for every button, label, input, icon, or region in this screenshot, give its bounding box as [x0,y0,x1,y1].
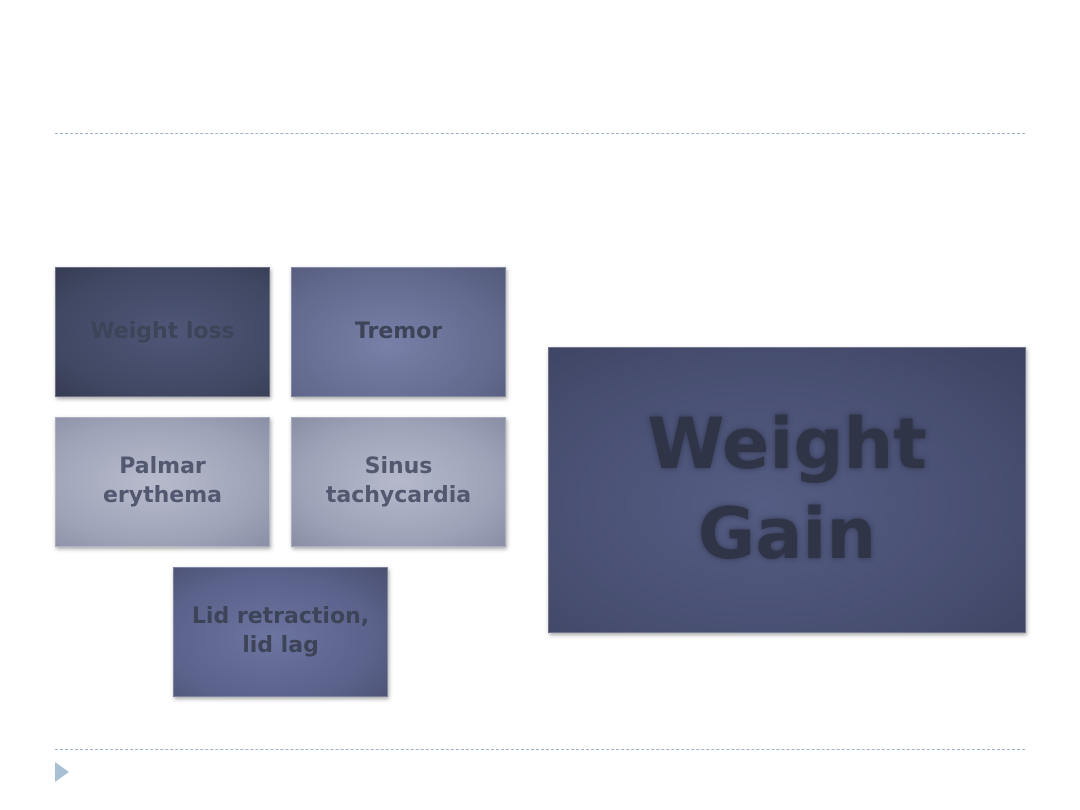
symptom-label: Weight loss [90,318,235,344]
symptom-box-weight-loss: Weight loss [55,267,270,397]
symptom-label: Lid retraction, [191,604,370,630]
highlight-label: Gain [697,493,877,575]
symptom-box-sinus-tachycardia: Sinus tachycardia [291,417,506,547]
symptom-label: lid lag [242,633,319,658]
highlight-box-weight-gain: Weight Gain [548,347,1026,633]
bottom-divider [55,749,1025,750]
symptom-box-tremor: Tremor [291,267,506,397]
symptom-label: tachycardia [325,483,472,508]
top-divider [55,133,1025,134]
symptom-label: Palmar [119,454,206,480]
symptom-label: Tremor [354,318,443,344]
triangle-bullet-icon [55,762,69,782]
symptom-box-lid-retraction: Lid retraction, lid lag [173,567,388,697]
symptom-box-palmar-erythema: Palmar erythema [55,417,270,547]
symptom-label: erythema [103,483,222,508]
highlight-label: Weight [647,403,927,486]
symptom-label: Sinus [364,454,433,480]
